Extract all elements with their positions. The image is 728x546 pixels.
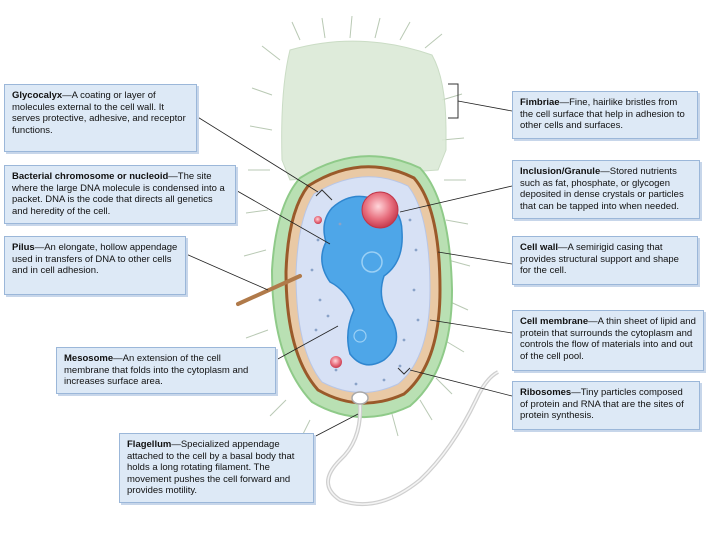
label-text: A semirigid casing that provides structu… (520, 242, 679, 276)
label-inclusion: Inclusion/Granule—Stored nutrients such … (512, 160, 700, 219)
label-text: An extension of the cell membrane that f… (64, 353, 249, 387)
label-fimbriae: Fimbriae—Fine, hairlike bristles from th… (512, 91, 698, 139)
label-text: Stored nutrients such as fat, phosphate,… (520, 166, 684, 212)
label-dash: — (34, 242, 45, 253)
label-text: Fine, hairlike bristles from the cell su… (520, 97, 685, 131)
label-term: Cell wall (520, 242, 559, 253)
label-dash: — (571, 387, 581, 398)
label-text: Tiny particles composed of protein and R… (520, 387, 684, 421)
label-term: Ribosomes (520, 387, 572, 398)
label-text: An elongate, hollow appendage used in tr… (12, 242, 178, 276)
label-text: A thin sheet of lipid and protein that s… (520, 316, 696, 362)
label-text: A coating or layer of molecules external… (12, 90, 186, 136)
flagellum-core (327, 371, 499, 505)
label-dash: — (588, 316, 598, 327)
label-term: Mesosome (64, 353, 114, 364)
glycocalyx-layer (281, 40, 447, 181)
label-term: Inclusion/Granule (520, 166, 601, 177)
label-pilus: Pilus—An elongate, hollow appendage used… (4, 236, 186, 295)
label-flagellum: Flagellum—Specialized appendage attached… (119, 433, 314, 503)
label-dash: — (168, 171, 178, 182)
label-term: Glycocalyx (12, 90, 63, 101)
label-chromosome: Bacterial chromosome or nucleoid—The sit… (4, 165, 236, 224)
inclusion-granule-small (314, 216, 322, 224)
label-dash: — (558, 242, 568, 253)
inclusion-granule (361, 191, 399, 229)
ribosome-dots (310, 218, 420, 386)
label-term: Pilus (12, 242, 35, 253)
nucleoid (321, 195, 403, 366)
fimbriae-bracket (448, 83, 459, 119)
nucleoid-loop (353, 329, 367, 343)
label-dash: — (600, 166, 610, 177)
basal-body (351, 391, 369, 405)
label-dash: — (62, 90, 72, 101)
label-term: Bacterial chromosome or nucleoid (12, 171, 169, 182)
nucleoid-loop (361, 251, 383, 273)
ribosome-bracket (397, 367, 411, 375)
label-term: Flagellum (127, 439, 172, 450)
label-dash: — (113, 353, 123, 364)
label-dash: — (559, 97, 570, 108)
label-cell-membrane: Cell membrane—A thin sheet of lipid and … (512, 310, 704, 371)
label-term: Fimbriae (520, 97, 560, 108)
label-cell-wall: Cell wall—A semirigid casing that provid… (512, 236, 698, 285)
label-dash: — (171, 439, 181, 450)
label-ribosomes: Ribosomes—Tiny particles composed of pro… (512, 381, 700, 430)
label-text: Specialized appendage attached to the ce… (127, 439, 295, 496)
pilus (236, 274, 302, 306)
label-text: The site where the large DNA molecule is… (12, 171, 225, 217)
glycocalyx-bracket (315, 189, 333, 201)
leader-lines (185, 100, 513, 463)
label-mesosome: Mesosome—An extension of the cell membra… (56, 347, 276, 394)
label-glycocalyx: Glycocalyx—A coating or layer of molecul… (4, 84, 197, 152)
inclusion-granule-small (330, 356, 342, 368)
label-term: Cell membrane (520, 316, 589, 327)
